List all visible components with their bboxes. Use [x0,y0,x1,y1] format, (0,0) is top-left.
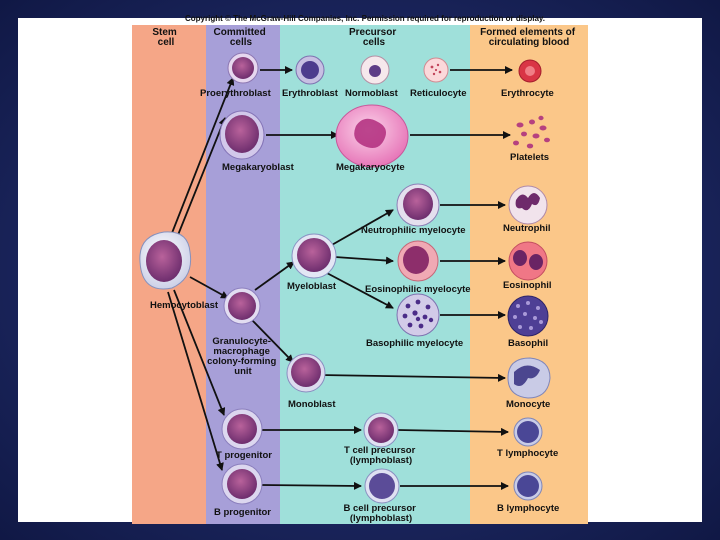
header-formed-elements: Formed elements of circulating blood [480,27,578,48]
arrow-hemocytoblast-megakaryoblast [177,117,227,236]
label-platelets: Platelets [510,152,549,163]
arrow-hemocytoblast-t-progenitor [173,289,226,416]
label-neutrophilic-myelocyte: Neutrophilic myelocyte [361,225,466,236]
header-committed-cells: Committed cells [213,27,268,48]
header-stem-cell: Stem cell [152,27,179,48]
megakaryocyte-cell [335,104,409,168]
eosinophil-cell [508,241,548,281]
label-gmcfu: Granulocyte- macrophage colony-forming u… [207,336,279,377]
arrow-gmcfu-monoblast [249,317,294,363]
eosinophilic-myelocyte-cell [397,240,439,282]
label-basophilic-myelocyte: Basophilic myelocyte [366,338,463,349]
copyright-notice: Copyright © The McGraw-Hill Companies, I… [185,14,545,23]
label-b-lymphocyte: B lymphocyte [497,503,559,514]
label-b-progenitor: B progenitor [214,507,271,518]
arrow-myeloblast-neutrophilic [329,209,394,247]
t-lymphocyte-cell [513,417,543,447]
cell-labels: Proerythroblast Erythroblast Normoblast … [150,88,559,524]
platelets-cluster [513,115,550,149]
label-b-precursor: B cell precursor (lymphoblast) [344,503,419,524]
label-monocyte: Monocyte [506,399,550,410]
basophil-cell [507,295,549,337]
header-precursor-cells: Precursor cells [349,27,399,48]
arrow-hemocytoblast-proerythroblast [171,77,235,234]
label-neutrophil: Neutrophil [503,223,551,234]
label-reticulocyte: Reticulocyte [410,88,467,99]
cells [139,52,551,505]
arrow-gmcfu-myeloblast [254,261,295,291]
reticulocyte-cell [423,57,449,83]
label-eosinophilic-myelocyte: Eosinophilic myelocyte [365,284,471,295]
basophilic-myelocyte-cell [396,293,440,337]
megakaryoblast-cell [219,110,265,160]
label-megakaryoblast: Megakaryoblast [222,162,295,173]
label-t-precursor: T cell precursor (lymphoblast) [344,445,418,466]
neutrophil-cell [508,185,548,225]
arrow-b-progenitor-b-precursor [261,481,362,490]
b-precursor-cell [364,468,400,504]
erythroblast-cell [295,55,325,85]
label-t-lymphocyte: T lymphocyte [497,448,558,459]
t-progenitor-cell [221,408,263,450]
label-basophil: Basophil [508,338,548,349]
gmcfu-cell [223,287,261,325]
hemocytoblast-cell [139,231,192,290]
lineage-arrows [167,66,513,490]
arrow-monoblast-monocyte [319,373,506,382]
b-lymphocyte-cell [513,471,543,501]
erythrocyte-cell [518,59,542,83]
label-erythroblast: Erythroblast [282,88,339,99]
monoblast-cell [286,353,326,393]
label-proerythroblast: Proerythroblast [200,88,272,99]
label-hemocytoblast: Hemocytoblast [150,300,219,311]
column-headers: Stem cell Committed cells Precursor cell… [152,27,578,48]
normoblast-cell [360,55,390,85]
proerythroblast-cell [227,52,259,84]
label-megakaryocyte: Megakaryocyte [336,162,405,173]
arrow-myeloblast-eosinophilic [334,256,394,265]
arrow-myeloblast-basophilic [324,271,394,309]
arrow-hemocytoblast-gmcfu [189,276,229,299]
arrow-hemocytoblast-b-progenitor [167,291,224,471]
monocyte-cell [507,357,551,399]
myeloblast-cell [291,233,337,279]
label-normoblast: Normoblast [345,88,399,99]
label-monoblast: Monoblast [288,399,336,410]
label-t-progenitor: T progenitor [216,450,272,461]
b-progenitor-cell [221,463,263,505]
label-myeloblast: Myeloblast [287,281,337,292]
neutrophilic-myelocyte-cell [396,183,440,227]
label-erythrocyte: Erythrocyte [501,88,554,99]
t-precursor-cell [363,412,399,448]
label-eosinophil: Eosinophil [503,280,552,291]
arrow-t-precursor-t-lymphocyte [397,427,509,436]
